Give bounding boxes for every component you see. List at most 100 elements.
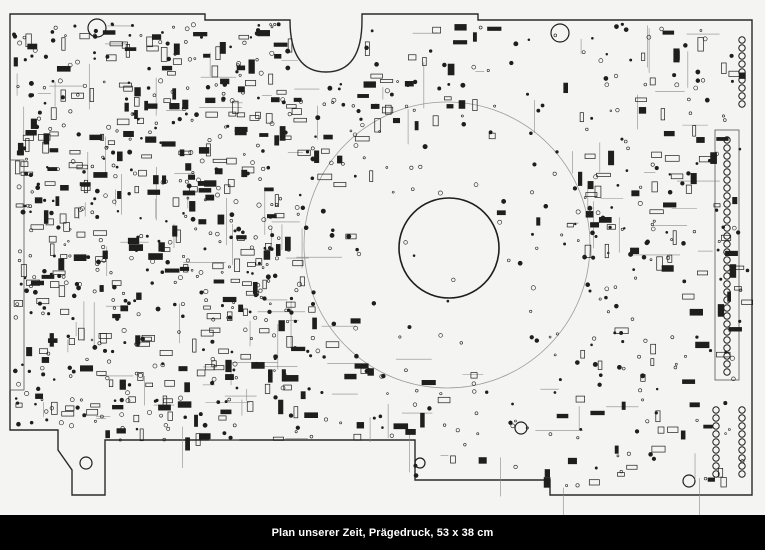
solder-pad <box>354 353 359 359</box>
solder-pad <box>572 186 578 191</box>
solder-pad <box>71 369 76 374</box>
smd-component <box>117 191 122 199</box>
solder-pad <box>25 157 28 161</box>
solder-pad <box>592 361 598 367</box>
smd-component <box>689 402 700 408</box>
solder-pad <box>412 108 416 112</box>
solder-pad <box>56 167 60 171</box>
smd-component <box>203 305 211 310</box>
smd-component <box>189 201 196 212</box>
solder-pad <box>442 423 447 427</box>
connector-pin <box>723 160 731 168</box>
smd-component <box>696 137 705 143</box>
solder-pad <box>90 338 94 342</box>
solder-pad <box>217 134 223 139</box>
solder-pad <box>204 298 208 303</box>
smd-component <box>713 203 721 208</box>
smd-component <box>232 100 239 114</box>
solder-pad <box>115 316 120 321</box>
solder-pad <box>364 368 370 374</box>
solder-pad <box>585 282 591 287</box>
solder-pad <box>619 331 624 335</box>
smd-component <box>446 104 454 109</box>
connector-pin <box>738 36 746 44</box>
solder-pad <box>136 235 140 239</box>
solder-pad <box>140 336 145 342</box>
solder-pad <box>222 431 227 436</box>
solder-pad <box>311 302 316 307</box>
solder-pad <box>254 31 260 36</box>
solder-pad <box>672 73 677 78</box>
solder-pad <box>460 82 466 88</box>
solder-pad <box>42 306 47 310</box>
solder-pad <box>82 170 86 174</box>
smd-component <box>725 250 738 257</box>
solder-pad <box>702 36 708 42</box>
smd-component <box>300 391 306 400</box>
solder-pad <box>101 258 107 263</box>
smd-component <box>160 47 168 62</box>
smd-component <box>453 40 468 45</box>
solder-pad <box>288 413 294 418</box>
solder-pad <box>497 219 503 225</box>
solder-pad <box>194 112 199 118</box>
smd-component <box>195 433 201 446</box>
solder-pad <box>339 421 342 425</box>
solder-pad <box>125 398 131 403</box>
smd-component <box>286 104 297 109</box>
solder-pad <box>183 415 187 419</box>
solder-pad <box>45 418 49 422</box>
solder-pad <box>136 312 141 317</box>
solder-pad <box>134 371 139 376</box>
solder-pad <box>339 82 343 86</box>
smd-component <box>127 237 140 245</box>
solder-pad <box>346 233 352 239</box>
smd-component <box>312 317 317 330</box>
solder-pad <box>82 83 87 88</box>
smd-component <box>380 79 394 83</box>
solder-pad <box>113 399 117 402</box>
solder-pad <box>221 96 226 102</box>
smd-component <box>128 396 136 403</box>
solder-pad <box>593 174 599 180</box>
smd-component <box>112 404 124 410</box>
solder-pad <box>232 423 237 428</box>
solder-pad <box>628 251 634 257</box>
solder-pad <box>57 78 63 84</box>
solder-pad <box>188 150 194 155</box>
solder-pad <box>19 282 23 286</box>
smd-component <box>49 148 59 153</box>
solder-pad <box>591 36 594 40</box>
solder-pad <box>517 260 523 266</box>
smd-component <box>151 34 162 40</box>
solder-pad <box>170 89 176 95</box>
solder-pad <box>69 423 74 429</box>
solder-pad <box>173 280 177 284</box>
solder-pad <box>604 295 608 300</box>
solder-pad <box>732 225 737 231</box>
smd-component <box>172 197 180 207</box>
smd-component <box>26 279 40 286</box>
solder-pad <box>581 50 586 55</box>
solder-pad <box>486 69 490 72</box>
solder-pad <box>684 354 687 358</box>
solder-pad <box>51 199 55 203</box>
smd-component <box>650 358 655 366</box>
smd-component <box>240 248 255 256</box>
solder-pad <box>259 295 263 299</box>
smd-component <box>450 455 456 464</box>
solder-pad <box>249 36 253 39</box>
solder-pad <box>181 314 185 319</box>
solder-pad <box>315 348 321 354</box>
solder-pad <box>530 285 536 291</box>
smd-component <box>587 181 594 190</box>
solder-pad <box>682 279 687 284</box>
smd-component <box>276 89 287 95</box>
connector-pin <box>723 256 731 264</box>
solder-pad <box>609 109 613 113</box>
solder-pad <box>232 301 236 305</box>
solder-pad <box>253 315 258 320</box>
solder-pad <box>36 116 41 121</box>
smd-component <box>286 336 293 348</box>
solder-pad <box>195 274 199 278</box>
